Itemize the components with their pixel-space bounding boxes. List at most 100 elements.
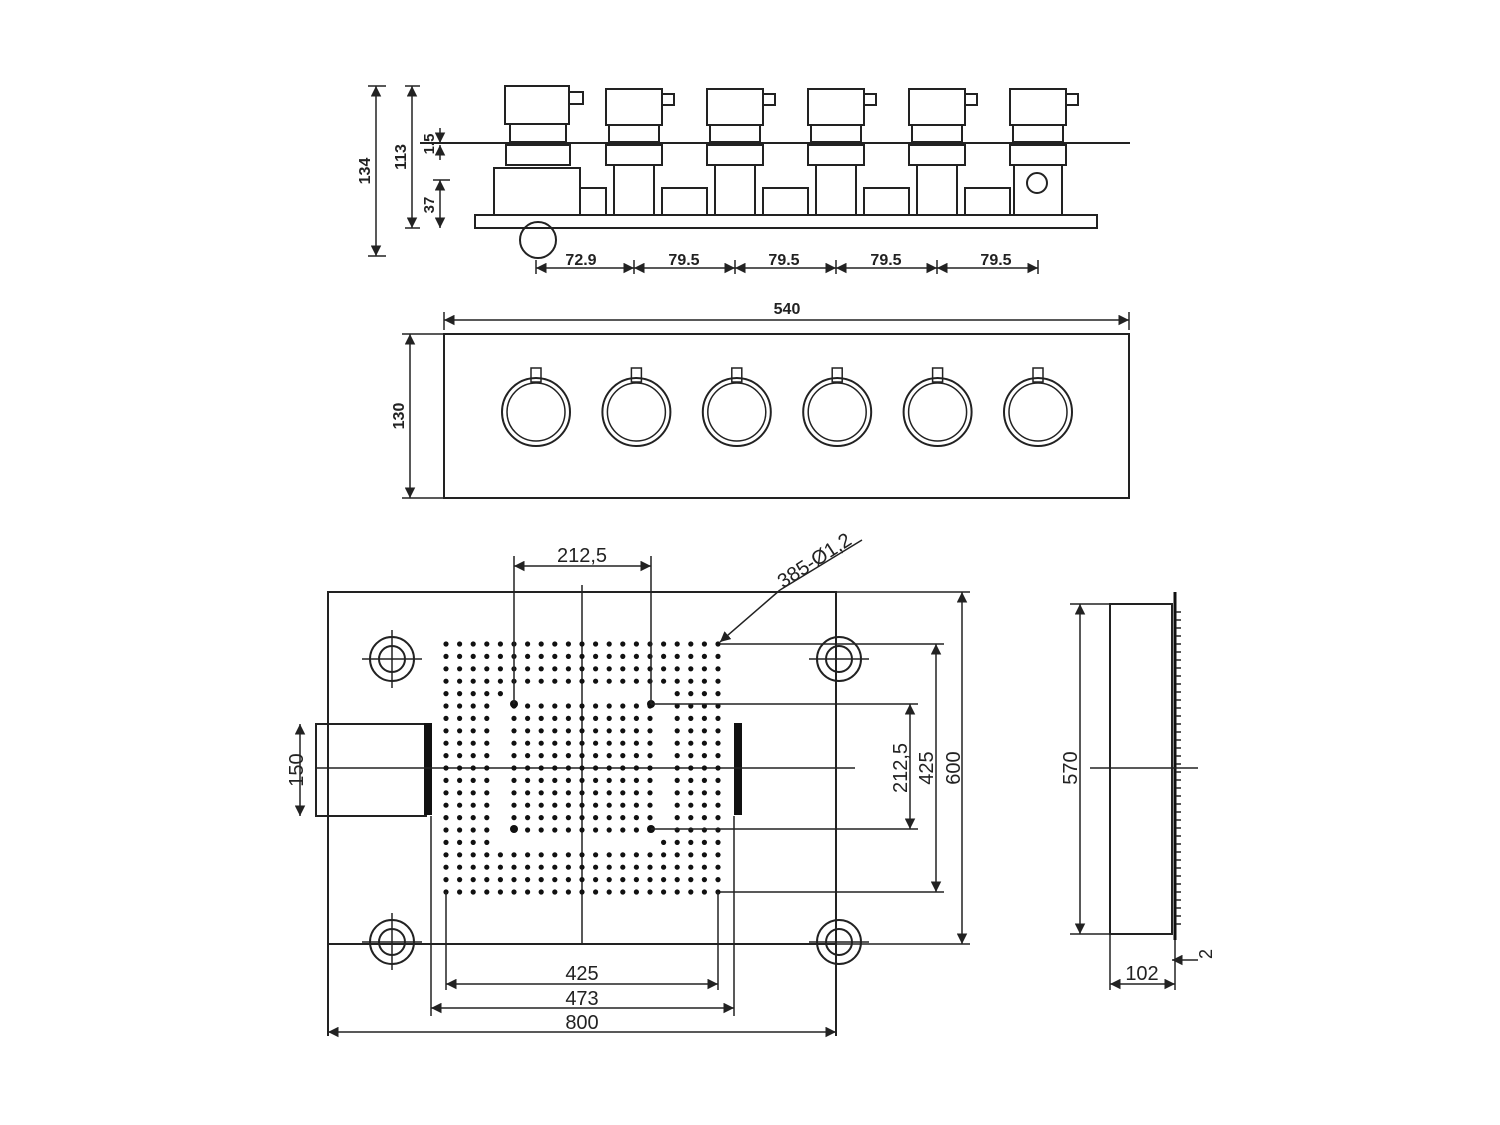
nozzle-dot [593,678,599,684]
nozzle-dot [538,777,544,784]
nozzle-dot [647,877,653,883]
nozzle-dot [470,839,476,846]
nozzle-dot [457,839,463,846]
dim-600: 600 [943,751,965,784]
nozzle-dot [511,777,517,784]
nozzle-dot [701,777,708,784]
nozzle-dot [457,802,463,808]
nozzle-dot [620,777,626,784]
nozzle-dot [701,889,708,895]
nozzle-dot [565,815,572,821]
nozzle-dot [484,653,490,660]
dim-570: 570 [1060,751,1082,784]
mount-hole-br [809,919,869,965]
nozzle-dot [470,827,476,833]
nozzle-dot [620,666,626,672]
nozzle-dot [688,641,694,647]
nozzle-dot [701,691,708,697]
nozzle-dot [701,852,708,858]
nozzle-dot [579,802,585,808]
nozzle-dot [579,852,585,858]
nozzle-dot [457,728,463,734]
nozzle-dot [674,653,680,660]
nozzle-dot [674,864,680,870]
nozzle-dot [552,728,558,734]
nozzle-dot [443,852,449,858]
dim-130: 130 [391,403,408,430]
nozzle-dot [661,877,667,883]
nozzle-dot [552,641,558,647]
nozzle-dot [661,839,667,846]
nozzle-dot [470,802,476,808]
marker-dot [510,825,518,833]
nozzle-dot [620,877,626,883]
nozzle-dot [497,889,503,895]
nozzle-dot [484,852,490,858]
nozzle-dot [701,839,708,846]
nozzle-dot [701,790,708,796]
nozzle-dot [647,864,653,870]
nozzle-dot [457,715,463,722]
nozzle-dot [579,790,585,796]
nozzle-dot [525,864,531,870]
nozzle-dot [443,641,449,647]
nozzle-dot [525,641,531,647]
knob-row [501,367,1073,447]
nozzle-dot [525,728,531,734]
nozzle-dot [565,852,572,858]
nozzle-dot [688,790,694,796]
dim-spacing-3: 79.5 [768,252,799,269]
nozzle-dot [552,666,558,672]
nozzle-dot [552,777,558,784]
nozzle-dot [497,666,503,672]
nozzle-dot [633,790,640,796]
knob [802,367,873,447]
nozzle-dot [620,852,626,858]
dim-37: 37 [421,197,438,214]
nozzle-dot [593,790,599,796]
nozzle-dot [497,653,503,660]
nozzle-dot [647,815,653,821]
nozzle-dot [593,889,599,895]
nozzle-dot [606,653,612,660]
nozzle-dot [457,877,463,883]
nozzle-dot [633,666,640,672]
nozzle-dot [525,653,531,660]
dim-spacing-4: 79.5 [870,252,901,269]
nozzle-dot [606,802,612,808]
nozzle-dot [620,815,626,821]
nozzle-dot [674,815,680,821]
nozzle-dot [457,678,463,684]
nozzle-dot [688,728,694,734]
nozzle-dot [688,827,694,833]
nozzle-dot [633,703,640,709]
nozzle-dot [484,678,490,684]
nozzle-dot [606,889,612,895]
nozzle-dot [511,802,517,808]
nozzle-dot [633,765,640,771]
nozzle-dot [633,864,640,870]
nozzle-dot [688,715,694,722]
mount-hole-bl [362,913,422,970]
nozzle-dot [593,765,599,771]
nozzle-dot [443,864,449,870]
nozzle-dot [484,715,490,722]
nozzle-dot [715,653,721,660]
shower-head-plan: 212,5 385-Ø1,2 150 212,5 425 600 425 473… [286,529,970,1038]
nozzle-dot [579,877,585,883]
valve-3 [706,88,776,216]
nozzle-dot [443,653,449,660]
nozzle-dot [593,653,599,660]
nozzle-dot [565,765,572,771]
nozzle-dot [579,753,585,759]
nozzle-dot [674,827,680,833]
nozzle-dot [620,827,626,833]
nozzle-dot [484,815,490,821]
nozzle-dot [511,765,517,771]
nozzle-dot [457,852,463,858]
nozzle-dot [674,802,680,808]
nozzle-dot [674,852,680,858]
nozzle-dot [497,864,503,870]
nozzle-dot [593,777,599,784]
nozzle-dot [633,889,640,895]
